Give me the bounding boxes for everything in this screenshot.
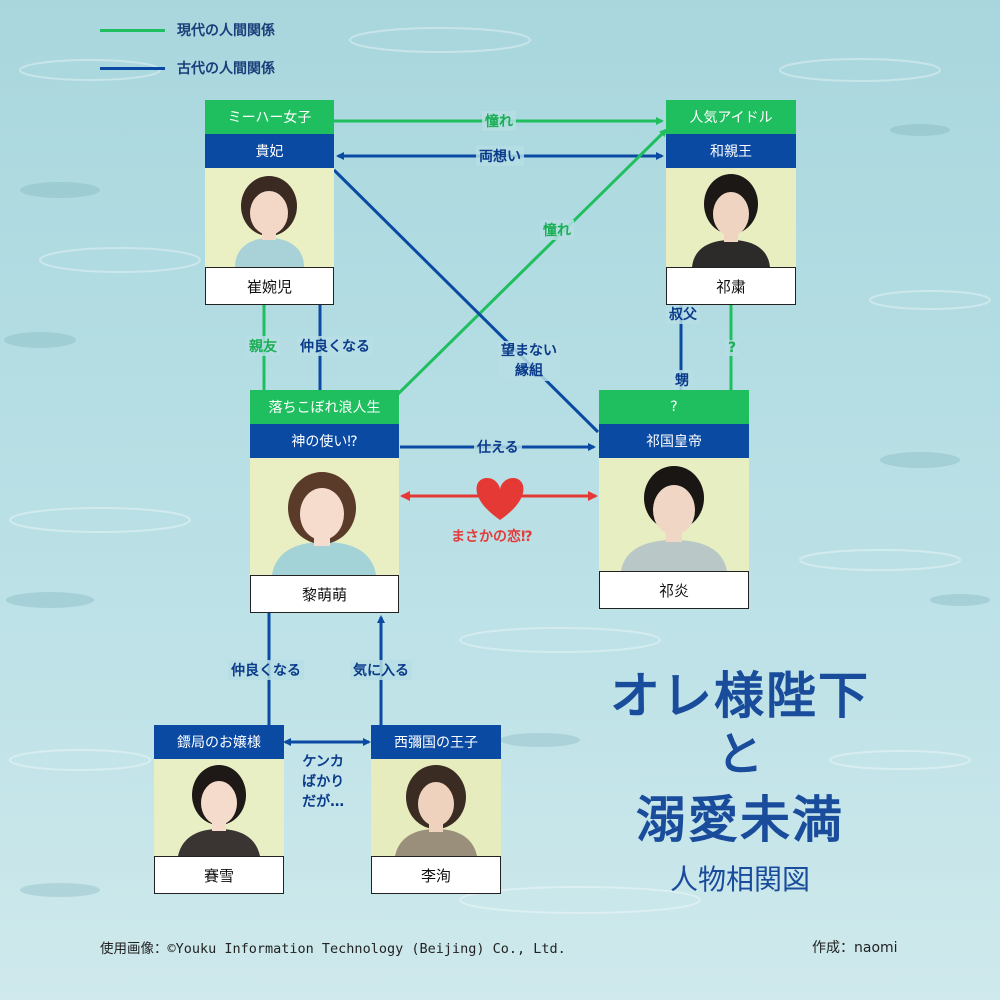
label-akogare-top: 憧れ [482, 111, 516, 131]
label-ki-ni-iru: 気に入る [350, 660, 412, 680]
image-credit: 使用画像：©Youku Information Technology (Beij… [100, 937, 566, 957]
character-card-li: 落ちこぼれ浪人生 神の使い⁉ 黎萌萌 [250, 390, 399, 613]
character-name: 黎萌萌 [250, 575, 399, 613]
character-name: 李洵 [371, 856, 501, 894]
ancient-role-header: 神の使い⁉ [250, 424, 399, 458]
label-ryouomoi: 両想い [476, 146, 524, 166]
label-tsukaeru: 仕える [474, 437, 522, 457]
label-kenka: ケンカ ばかり だが… [302, 752, 344, 812]
character-name: 崔婉児 [205, 267, 334, 305]
modern-role-header: ? [599, 390, 749, 424]
ancient-role-header: 西彌国の王子 [371, 725, 501, 759]
label-shinyuu: 親友 [246, 336, 280, 356]
character-card-li-tao: 西彌国の王子 李洵 [371, 725, 501, 894]
label-akogare-diag: 憧れ [540, 220, 574, 240]
character-card-qi-yan: ? 祁国皇帝 祁炎 [599, 390, 749, 609]
title-line3: 溺愛未満 [590, 780, 890, 852]
character-name: 祁粛 [666, 267, 796, 305]
character-card-qi-su: 人気アイドル 和親王 祁粛 [666, 100, 796, 305]
modern-role-header: 落ちこぼれ浪人生 [250, 390, 399, 424]
label-masaka: まさかの恋⁉ [451, 526, 533, 546]
label-kenka-line3: だが… [302, 792, 344, 812]
portrait-image [599, 458, 749, 571]
character-card-sai: 鏢局のお嬢様 賽雪 [154, 725, 284, 894]
portrait-image [250, 458, 399, 575]
ancient-role-header: 和親王 [666, 134, 796, 168]
label-kenka-line1: ケンカ [302, 752, 344, 772]
character-name: 賽雪 [154, 856, 284, 894]
label-nakayoku-bottom: 仲良くなる [228, 660, 304, 680]
character-name: 祁炎 [599, 571, 749, 609]
subtitle: 人物相関図 [590, 858, 890, 898]
author-credit: 作成：naomi [812, 937, 898, 957]
ancient-role-header: 祁国皇帝 [599, 424, 749, 458]
portrait-image [371, 759, 501, 856]
label-kenka-line2: ばかり [302, 772, 344, 792]
label-nozomanai: 望まない 縁組 [498, 341, 560, 381]
label-nozomanai-line1: 望まない [501, 341, 557, 361]
modern-role-header: 人気アイドル [666, 100, 796, 134]
title-line2: と [590, 718, 890, 784]
ancient-role-header: 貴妃 [205, 134, 334, 168]
label-nozomanai-line2: 縁組 [501, 361, 557, 381]
portrait-image [666, 168, 796, 267]
character-card-cui: ミーハー女子 貴妃 崔婉児 [205, 100, 334, 305]
label-oi: 甥 [672, 370, 692, 390]
label-nakayoku-top: 仲良くなる [297, 336, 373, 356]
label-oji: 叔父 [666, 304, 700, 324]
portrait-image [205, 168, 334, 267]
modern-role-header: ミーハー女子 [205, 100, 334, 134]
heart-icon [477, 478, 524, 520]
ancient-role-header: 鏢局のお嬢様 [154, 725, 284, 759]
label-question: ? [725, 340, 739, 356]
portrait-image [154, 759, 284, 856]
